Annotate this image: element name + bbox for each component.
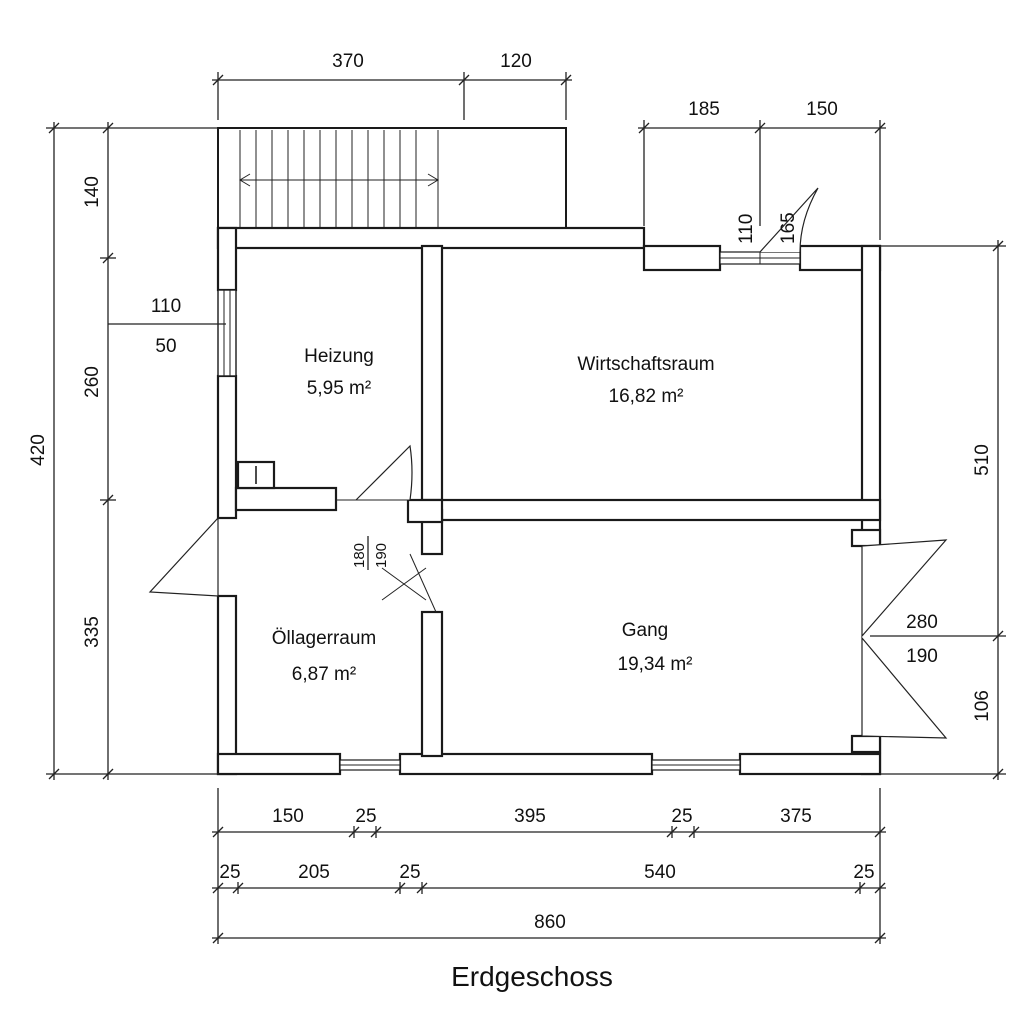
- dim-label: 510: [972, 444, 993, 476]
- dim-label: 110: [151, 296, 181, 317]
- room-labels: Heizung 5,95 m² Wirtschaftsraum 16,82 m²…: [272, 346, 715, 685]
- dim-label: 860: [534, 912, 566, 933]
- dimension-labels: 370 120 185 150 110 165 420 140 260 335 …: [28, 51, 993, 933]
- dim-label: 190: [906, 646, 938, 667]
- dim-label: 335: [82, 616, 103, 648]
- room-name-oellagerraum: Öllagerraum: [272, 628, 377, 649]
- room-area-heizung: 5,95 m²: [307, 378, 371, 399]
- walls: [216, 226, 882, 776]
- dim-label: 420: [28, 434, 49, 466]
- dimension-lines: [46, 72, 1006, 944]
- dim-label: 110: [736, 214, 757, 244]
- dim-label: 180: [351, 543, 368, 568]
- room-area-oellagerraum: 6,87 m²: [292, 664, 356, 685]
- dim-label: 205: [298, 862, 330, 883]
- room-name-heizung: Heizung: [304, 346, 374, 367]
- dim-label: 165: [778, 212, 799, 244]
- dim-label: 370: [332, 51, 364, 72]
- dim-label: 540: [644, 862, 676, 883]
- dim-label: 280: [906, 612, 938, 633]
- room-name-wirtschaftsraum: Wirtschaftsraum: [577, 354, 714, 375]
- dim-label: 25: [219, 862, 240, 883]
- dim-label: 185: [688, 99, 720, 120]
- plan-title: Erdgeschoss: [451, 961, 613, 992]
- windows: [217, 251, 801, 771]
- doors: [148, 187, 948, 739]
- room-area-gang: 19,34 m²: [618, 654, 693, 675]
- dim-label: 150: [806, 99, 838, 120]
- room-area-wirtschaftsraum: 16,82 m²: [609, 386, 684, 407]
- room-name-gang: Gang: [622, 620, 668, 641]
- dim-label: 50: [155, 336, 176, 357]
- dim-label: 120: [500, 51, 532, 72]
- dim-label: 375: [780, 806, 812, 827]
- dim-label: 260: [82, 366, 103, 398]
- dim-label: 25: [355, 806, 376, 827]
- dim-label: 140: [82, 176, 103, 208]
- dim-label: 25: [399, 862, 420, 883]
- dim-label: 150: [272, 806, 304, 827]
- dim-label: 25: [853, 862, 874, 883]
- staircase: [217, 127, 567, 231]
- dim-label: 25: [671, 806, 692, 827]
- dim-label: 106: [972, 690, 993, 722]
- dim-label: 190: [373, 543, 390, 568]
- dim-label: 395: [514, 806, 546, 827]
